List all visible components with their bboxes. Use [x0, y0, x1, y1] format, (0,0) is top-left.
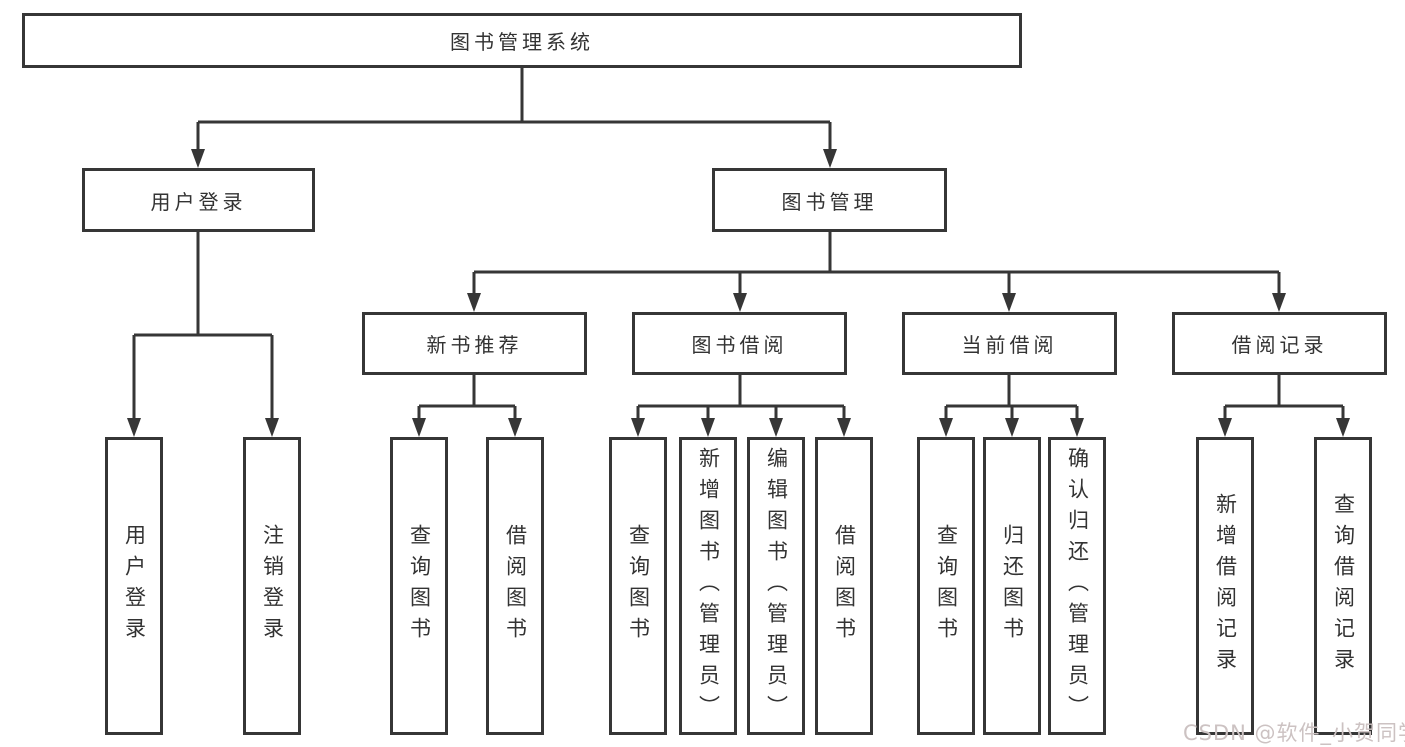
leaf-label: 查询图书 — [934, 524, 959, 648]
leaf-label: 借阅图书 — [503, 524, 528, 648]
node-new-book-recommend: 新书推荐 — [362, 312, 587, 375]
leaf-user-login: 用户登录 — [105, 437, 163, 735]
leaf-query-book-current: 查询图书 — [917, 437, 975, 735]
node-label: 图书管理系统 — [450, 30, 594, 54]
node-label: 用户登录 — [150, 189, 247, 214]
leaf-label: 新增图书（管理员） — [696, 446, 721, 726]
leaf-label: 注销登录 — [260, 524, 285, 648]
leaf-label: 查询图书 — [626, 524, 651, 648]
node-label: 当前借阅 — [961, 333, 1058, 357]
leaf-label: 查询借阅记录 — [1331, 493, 1356, 679]
leaf-add-book-admin: 新增图书（管理员） — [679, 437, 737, 735]
node-user-login: 用户登录 — [82, 168, 315, 232]
leaf-borrow-book-recommend: 借阅图书 — [486, 437, 544, 735]
csdn-watermark: CSDN @软件_小贺同学 — [1183, 721, 1405, 745]
node-label: 新书推荐 — [426, 333, 523, 357]
leaf-label: 确认归还（管理员） — [1065, 446, 1090, 726]
node-label: 图书管理 — [781, 189, 878, 214]
leaf-edit-book-admin: 编辑图书（管理员） — [747, 437, 805, 735]
node-book-borrow: 图书借阅 — [632, 312, 847, 375]
leaf-label: 编辑图书（管理员） — [764, 446, 789, 726]
tree-branch-lines — [132, 68, 1345, 421]
leaf-query-borrow-record: 查询借阅记录 — [1314, 437, 1372, 735]
leaf-label: 新增借阅记录 — [1213, 493, 1238, 679]
arrowhead-icons — [127, 149, 1350, 437]
node-root-system: 图书管理系统 — [22, 13, 1022, 68]
node-borrow-record: 借阅记录 — [1172, 312, 1387, 375]
node-book-management: 图书管理 — [712, 168, 947, 232]
leaf-borrow-book: 借阅图书 — [815, 437, 873, 735]
node-current-borrow: 当前借阅 — [902, 312, 1117, 375]
node-label: 借阅记录 — [1231, 333, 1328, 357]
leaf-query-book-recommend: 查询图书 — [390, 437, 448, 735]
leaf-query-book-borrow: 查询图书 — [609, 437, 667, 735]
node-label: 图书借阅 — [691, 333, 788, 357]
leaf-logout: 注销登录 — [243, 437, 301, 735]
leaf-label: 查询图书 — [407, 524, 432, 648]
leaf-label: 归还图书 — [1000, 524, 1025, 648]
leaf-confirm-return-admin: 确认归还（管理员） — [1048, 437, 1106, 735]
leaf-label: 用户登录 — [122, 524, 147, 648]
leaf-label: 借阅图书 — [832, 524, 857, 648]
leaf-return-book: 归还图书 — [983, 437, 1041, 735]
leaf-add-borrow-record: 新增借阅记录 — [1196, 437, 1254, 735]
